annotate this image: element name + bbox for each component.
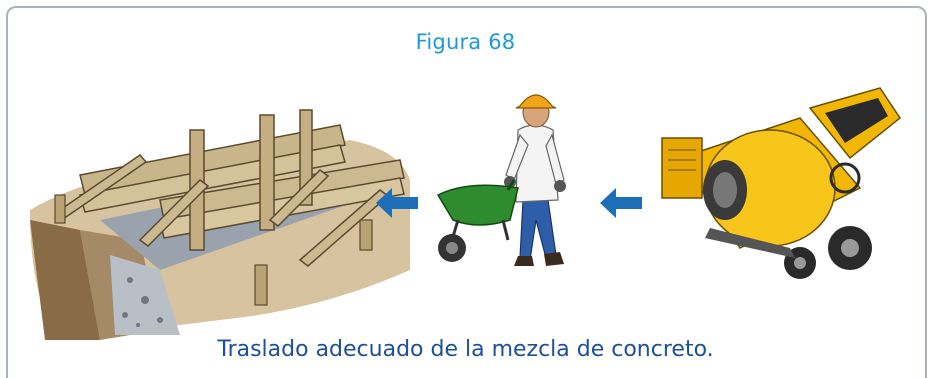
- formwork-trench-illustration: [30, 109, 410, 340]
- figure-title: Figura 68: [415, 30, 516, 54]
- arrow-to-formwork: [376, 188, 418, 218]
- concrete-mixer-illustration: [661, 87, 902, 279]
- arrow-to-worker: [600, 188, 642, 218]
- worker-wheelbarrow-illustration: [436, 94, 566, 266]
- figure-caption: Traslado adecuado de la mezcla de concre…: [217, 337, 714, 362]
